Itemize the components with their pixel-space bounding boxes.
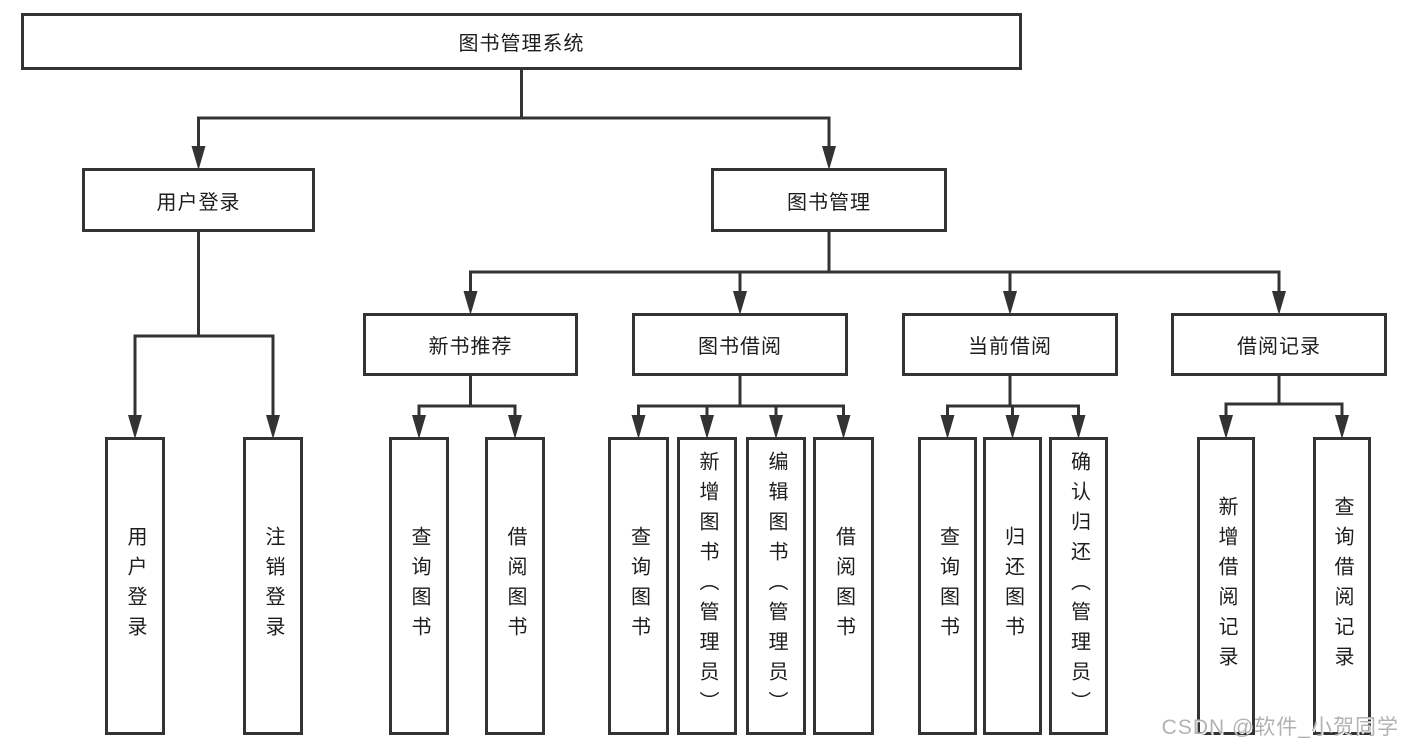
arrowhead-leaf-confirm-return [1071, 415, 1086, 439]
arrowhead-leaf-return-books [1005, 415, 1020, 439]
arrowhead-book-borrowing [733, 291, 747, 315]
arrowhead-book-management-branch [822, 146, 836, 170]
node-leaf-return-books: 归还图书 [983, 437, 1042, 735]
arrowhead-leaf-query-books-3 [940, 415, 955, 439]
node-label-leaf-user-login: 用户登录 [124, 526, 146, 646]
node-label-book-borrowing: 图书借阅 [698, 336, 782, 358]
node-new-book-recommend: 新书推荐 [363, 313, 578, 376]
node-leaf-edit-books: 编辑图书（管理员） [746, 437, 806, 735]
arrowhead-leaf-query-borrow-record [1335, 415, 1349, 439]
arrowhead-user-login-branch [191, 146, 206, 170]
arrowhead-new-book-recommend [463, 291, 478, 315]
arrowhead-leaf-borrow-books-2 [836, 415, 851, 439]
node-root: 图书管理系统 [21, 13, 1022, 70]
arrowhead-borrowing-records [1272, 291, 1286, 315]
node-label-leaf-return-books: 归还图书 [1001, 526, 1024, 646]
node-label-leaf-add-borrow-record: 新增借阅记录 [1215, 496, 1237, 676]
arrowhead-leaf-edit-books [769, 415, 783, 439]
node-current-borrowing: 当前借阅 [902, 313, 1118, 376]
node-leaf-user-login: 用户登录 [105, 437, 165, 735]
node-leaf-logout: 注销登录 [243, 437, 303, 735]
node-label-user-login-branch: 用户登录 [156, 191, 241, 214]
node-leaf-query-books-3: 查询图书 [918, 437, 977, 735]
node-label-leaf-edit-books: 编辑图书（管理员） [765, 451, 787, 721]
node-leaf-confirm-return: 确认归还（管理员） [1049, 437, 1108, 735]
node-leaf-query-borrow-record: 查询借阅记录 [1313, 437, 1371, 735]
node-label-leaf-query-books-3: 查询图书 [936, 526, 959, 646]
node-label-root: 图书管理系统 [458, 33, 585, 55]
node-label-leaf-logout: 注销登录 [262, 526, 284, 646]
node-borrowing-records: 借阅记录 [1171, 313, 1387, 376]
node-label-leaf-query-books-2: 查询图书 [627, 526, 650, 646]
arrowhead-leaf-add-books [700, 415, 714, 439]
node-label-leaf-add-books: 新增图书（管理员） [696, 451, 718, 721]
node-label-book-management-branch: 图书管理 [787, 191, 871, 214]
node-label-leaf-borrow-books-2: 借阅图书 [832, 526, 855, 646]
node-label-leaf-confirm-return: 确认归还（管理员） [1067, 451, 1090, 721]
arrowhead-current-borrowing [1003, 291, 1017, 315]
arrowhead-leaf-add-borrow-record [1219, 415, 1233, 439]
node-leaf-query-books-2: 查询图书 [608, 437, 669, 735]
arrowhead-leaf-query-books-1 [412, 415, 426, 439]
node-book-borrowing: 图书借阅 [632, 313, 848, 376]
node-book-management-branch: 图书管理 [711, 168, 947, 232]
node-leaf-borrow-books-1: 借阅图书 [485, 437, 545, 735]
node-label-borrowing-records: 借阅记录 [1237, 336, 1321, 358]
node-label-current-borrowing: 当前借阅 [968, 336, 1052, 358]
node-label-new-book-recommend: 新书推荐 [428, 336, 513, 358]
arrowhead-leaf-user-login [128, 415, 142, 439]
arrowhead-leaf-logout [266, 415, 280, 439]
arrowhead-leaf-query-books-2 [631, 415, 646, 439]
arrowhead-leaf-borrow-books-1 [508, 415, 522, 439]
node-leaf-query-books-1: 查询图书 [389, 437, 449, 735]
node-label-leaf-borrow-books-1: 借阅图书 [504, 526, 526, 646]
node-label-leaf-query-borrow-record: 查询借阅记录 [1331, 496, 1353, 676]
node-label-leaf-query-books-1: 查询图书 [408, 526, 430, 646]
node-leaf-borrow-books-2: 借阅图书 [813, 437, 874, 735]
node-leaf-add-borrow-record: 新增借阅记录 [1197, 437, 1255, 735]
node-leaf-add-books: 新增图书（管理员） [677, 437, 737, 735]
node-user-login-branch: 用户登录 [82, 168, 315, 232]
